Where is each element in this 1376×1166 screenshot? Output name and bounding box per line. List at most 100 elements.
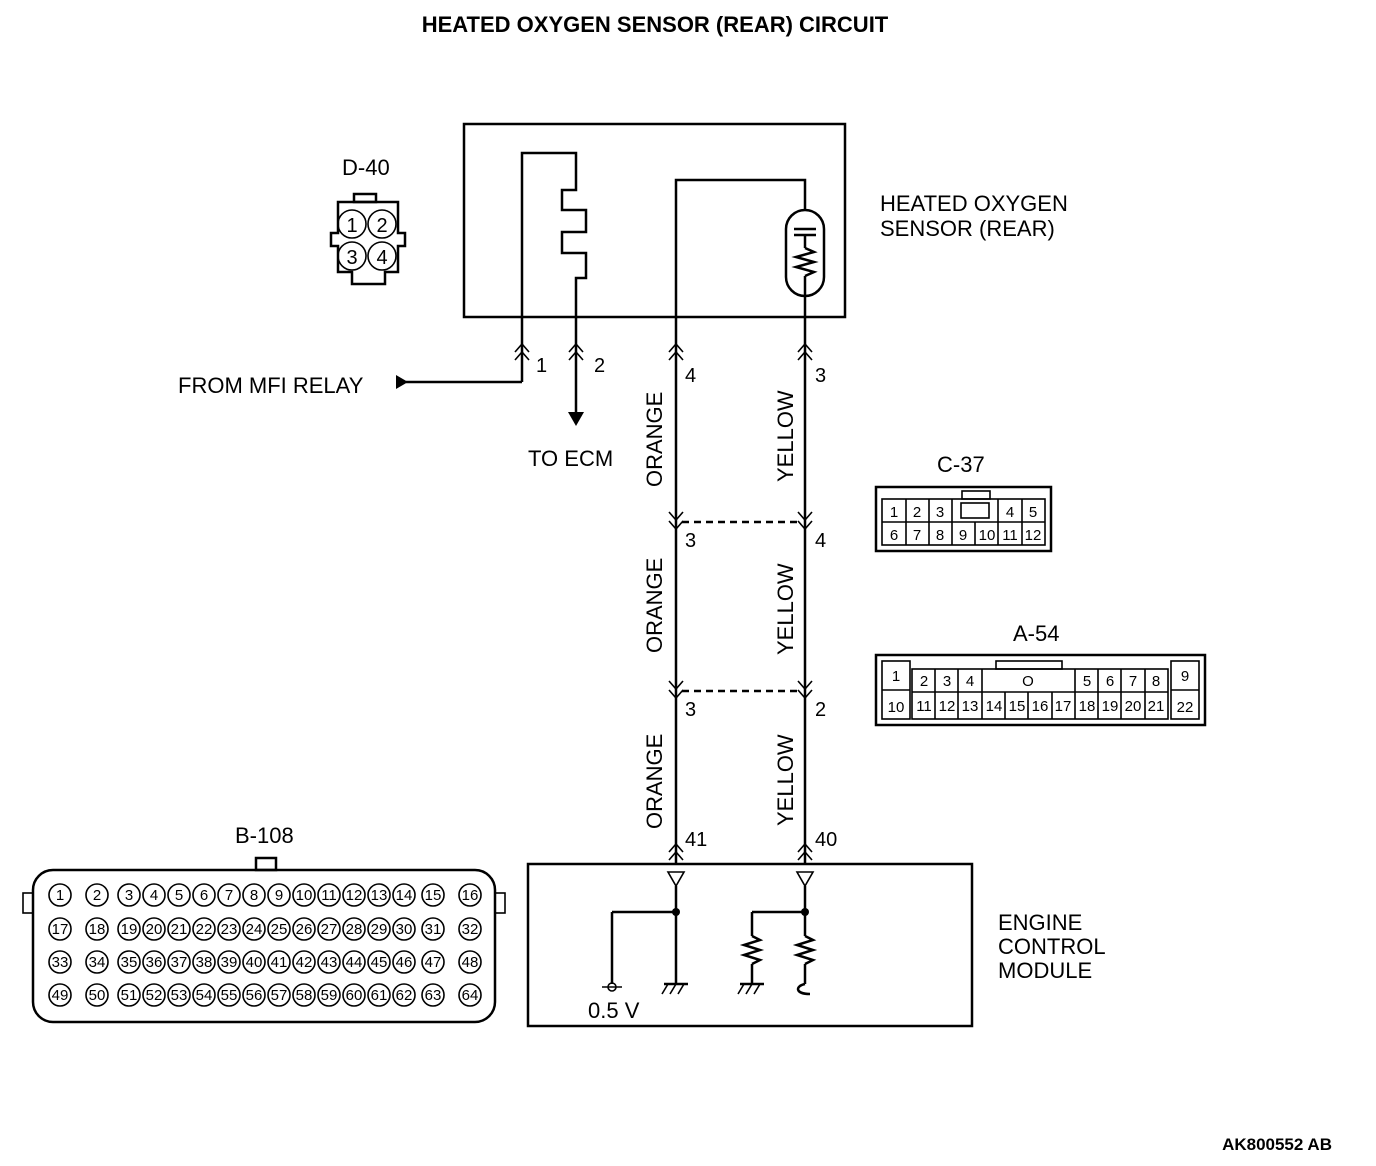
c37-pin-yellow: 4: [815, 530, 826, 552]
b108-pin-circle: [292, 883, 316, 907]
a54-cell-17: 17: [1055, 698, 1072, 715]
a54-cell-11: 11: [916, 698, 932, 715]
b108-pin-circle: [392, 950, 416, 974]
c37-cell-3: 3: [936, 504, 944, 521]
b108-pin-61: 61: [371, 987, 388, 1004]
b108-pin-circle: [392, 983, 416, 1007]
c37-cell-5: 5: [1029, 504, 1037, 521]
a54-cell-16: 16: [1032, 698, 1049, 715]
a54-cell-o: O: [1022, 673, 1034, 690]
b108-pin-circle: [421, 950, 445, 974]
b108-pin-circle: [342, 917, 366, 941]
b108-pin-7: 7: [225, 887, 233, 904]
b108-pin-39: 39: [221, 954, 238, 971]
ecm-component: [526, 862, 974, 1028]
b108-pin-62: 62: [396, 987, 413, 1004]
a54-cell-9: 9: [1181, 668, 1189, 685]
from-mfi-relay-label: FROM MFI RELAY: [178, 373, 364, 398]
a54-cell-14: 14: [986, 698, 1003, 715]
b108-pin-21: 21: [171, 921, 188, 938]
b108-pin-48: 48: [462, 954, 479, 971]
b108-pin-circle: [342, 883, 366, 907]
b108-pin-10: 10: [296, 887, 313, 904]
b108-pin-circle: [85, 883, 109, 907]
b108-pin-14: 14: [396, 887, 413, 904]
c37-cell-8: 8: [936, 527, 944, 544]
b108-pin-6: 6: [200, 887, 208, 904]
connector-a54-name: A-54: [1013, 621, 1059, 646]
b108-pin-circle: [217, 983, 241, 1007]
b108-pin-28: 28: [346, 921, 363, 938]
b108-pin-56: 56: [246, 987, 263, 1004]
connector-b108-name: B-108: [235, 823, 294, 848]
b108-pin-60: 60: [346, 987, 363, 1004]
b108-pin-circle: [117, 950, 141, 974]
b108-pin-23: 23: [221, 921, 238, 938]
wire-color-yellow-2: YELLOW: [773, 563, 798, 655]
b108-pin-59: 59: [321, 987, 338, 1004]
a54-cell-4: 4: [966, 673, 974, 690]
b108-pin-circle: [292, 983, 316, 1007]
sensor-pin-4: 4: [685, 365, 696, 387]
b108-pin-circle: [192, 950, 216, 974]
a54-cell-2: 2: [920, 673, 928, 690]
b108-pin-12: 12: [346, 887, 363, 904]
sensor-pin-1: 1: [536, 355, 547, 377]
a54-cell-12: 12: [939, 698, 956, 715]
b108-pin-40: 40: [246, 954, 263, 971]
b108-pin-45: 45: [371, 954, 388, 971]
b108-pin-32: 32: [462, 921, 479, 938]
a54-cell-20: 20: [1125, 698, 1142, 715]
sensor-label-line1: HEATED OXYGEN: [880, 191, 1068, 216]
b108-pin-13: 13: [371, 887, 388, 904]
b108-pin-5: 5: [175, 887, 183, 904]
b108-pin-36: 36: [146, 954, 163, 971]
b108-pin-circle: [85, 983, 109, 1007]
sensor-pin-2: 2: [594, 355, 605, 377]
b108-pin-43: 43: [321, 954, 338, 971]
wire-color-yellow-1: YELLOW: [773, 390, 798, 482]
b108-pin-37: 37: [171, 954, 188, 971]
d40-pin-2: 2: [376, 215, 387, 237]
b108-pin-11: 11: [321, 887, 337, 904]
b108-pin-circle: [242, 950, 266, 974]
b108-pin-circle: [167, 950, 191, 974]
b108-pin-circle: [167, 883, 191, 907]
b108-pin-54: 54: [196, 987, 213, 1004]
b108-pin-8: 8: [250, 887, 258, 904]
a54-cell-5: 5: [1083, 673, 1091, 690]
b108-pin-53: 53: [171, 987, 188, 1004]
b108-pin-19: 19: [121, 921, 138, 938]
b108-pin-38: 38: [196, 954, 213, 971]
c37-cell-4: 4: [1006, 504, 1014, 521]
diagram-title: HEATED OXYGEN SENSOR (REAR) CIRCUIT: [422, 12, 889, 37]
b108-pin-circle: [458, 917, 482, 941]
wire-pin1: [396, 317, 530, 389]
b108-pin-circle: [192, 883, 216, 907]
b108-pin-circle: [342, 983, 366, 1007]
b108-pin-24: 24: [246, 921, 263, 938]
c37-cell-7: 7: [913, 527, 921, 544]
connector-d40: D-40 1 2 3 4: [329, 155, 407, 286]
wire-yellow: [797, 317, 813, 864]
b108-pin-circle: [85, 950, 109, 974]
a54-cell-19: 19: [1102, 698, 1119, 715]
a54-cell-18: 18: [1079, 698, 1096, 715]
b108-pin-circle: [85, 917, 109, 941]
b108-pin-circle: [317, 917, 341, 941]
b108-pin-circle: [167, 983, 191, 1007]
wire-pin2: [568, 317, 584, 426]
wire-color-orange-3: ORANGE: [642, 734, 667, 829]
c37-cell-1: 1: [890, 504, 898, 521]
b108-pin-circle: [142, 950, 166, 974]
b108-pin-circle: [421, 983, 445, 1007]
b108-pin-circle: [192, 983, 216, 1007]
a54-cell-1: 1: [892, 668, 900, 685]
footer-code: AK800552 AB: [1222, 1135, 1332, 1154]
b108-pin-circle: [342, 950, 366, 974]
b108-pin-4: 4: [150, 887, 158, 904]
b108-pin-34: 34: [89, 954, 106, 971]
